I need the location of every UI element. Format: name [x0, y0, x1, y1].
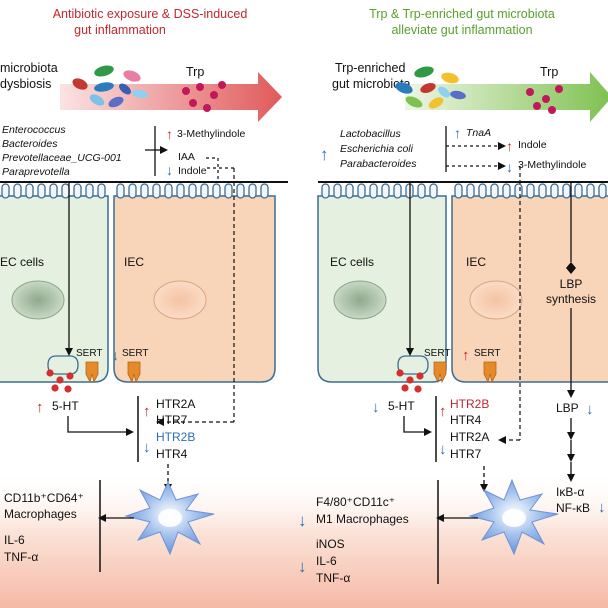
left-receptor-down-arrow: ↓ [143, 439, 151, 456]
right-lbp-down-arrow: ↓ [586, 401, 594, 418]
right-gradient-arrow [405, 72, 608, 122]
right-cytokine-down-arrow: ↓ [298, 557, 307, 576]
left-title-line2: gut inflammation [74, 23, 166, 37]
left-microbiota-line2: dysbiosis [0, 77, 51, 91]
left-cytokine-1: IL-6 [4, 533, 25, 547]
right-lbp-label: LBP [556, 401, 579, 415]
left-cytokine-2: TNF-α [4, 550, 38, 564]
right-iec-nucleus [469, 280, 523, 320]
right-title-line2: alleviate gut inflammation [391, 23, 532, 37]
right-lbp-synthesis-line1: LBP [560, 277, 583, 291]
left-sert-2-label: SERT [122, 348, 149, 359]
left-title-line1: Antibiotic exposure & DSS-induced [53, 7, 248, 21]
left-metabolite-2: IAA [178, 151, 195, 163]
left-receptor-1: HTR2A [156, 397, 195, 411]
left-receptor-3: HTR2B [156, 430, 195, 444]
left-sert-1-icon [85, 361, 99, 384]
left-5ht-up-arrow: ↑ [36, 399, 44, 416]
right-trp-dots [526, 85, 563, 114]
right-macrophage-down-arrow: ↓ [298, 511, 307, 530]
right-receptor-2: HTR4 [450, 413, 482, 427]
left-ec-cells-label: EC cells [0, 255, 44, 269]
right-trp-label: Trp [540, 65, 558, 79]
left-receptor-2: HTR7 [156, 413, 188, 427]
left-iec-label: IEC [124, 255, 144, 269]
right-lbp-synthesis-line2: synthesis [546, 292, 596, 306]
left-metabolite-1: 3-Methylindole [177, 128, 245, 140]
right-sert-2-icon [483, 361, 497, 384]
right-sert-up-arrow: ↑ [462, 347, 470, 364]
left-bacteria-bracket [145, 126, 156, 176]
right-5ht-dots [396, 369, 424, 393]
left-5ht-to-receptors [67, 416, 134, 436]
up-arrow-red: ↑ [166, 126, 173, 142]
right-metabolite-1: Indole [518, 139, 547, 151]
right-title-line1: Trp & Trp-enriched gut microbiota [369, 7, 555, 21]
right-ec-nucleus [333, 280, 387, 320]
left-sert-down-arrow: ↓ [112, 347, 119, 363]
right-macrophage-line2: M1 Macrophages [316, 512, 409, 526]
right-sert-1-icon [433, 361, 447, 384]
left-5ht-label: 5-HT [52, 399, 79, 413]
right-receptor-down-arrow: ↓ [439, 441, 447, 458]
right-methylindole-down-arrow: ↓ [506, 159, 513, 175]
down-arrow-blue: ↓ [166, 162, 173, 178]
left-macrophage-line2: Macrophages [4, 507, 77, 521]
right-sert-2-label: SERT [474, 348, 501, 359]
right-panel: Trp & Trp-enriched gut microbiota allevi… [298, 7, 608, 585]
left-bacterium-3: Prevotellaceae_UCG-001 [2, 152, 122, 164]
left-sert-1-label: SERT [76, 348, 103, 359]
right-iec-cell [451, 195, 608, 383]
right-microbiota-line2: gut microbiota [332, 77, 411, 91]
right-cytokine-2: IL-6 [316, 554, 337, 568]
right-bacterium-2: Escherichia coli [340, 143, 414, 155]
right-microbiota-line1: Trp-enriched [335, 61, 405, 75]
right-macrophage-line1: F4/80⁺CD11c⁺ [316, 495, 395, 509]
left-sert-2-icon [127, 361, 141, 384]
left-ec-nucleus [11, 280, 65, 320]
right-nfkb-label: NF-κB [556, 501, 590, 515]
left-5ht-dots [46, 369, 74, 393]
right-tnaa-up-arrow: ↑ [454, 125, 461, 141]
right-metabolite-2: 3-Methylindole [518, 159, 586, 171]
right-receptor-up-arrow: ↑ [439, 403, 447, 420]
right-tnaa-label: TnaA [466, 127, 491, 139]
left-bacterium-4: Paraprevotella [2, 166, 70, 178]
left-receptor-up-arrow: ↑ [143, 403, 151, 420]
left-metabolite-3: Indole [178, 165, 207, 177]
right-receptor-3: HTR2A [450, 430, 489, 444]
right-cytokine-3: TNF-α [316, 571, 350, 585]
right-bacterium-3: Parabacteroides [340, 158, 417, 170]
left-panel: Antibiotic exposure & DSS-induced gut in… [0, 7, 288, 572]
left-bacterium-2: Bacteroides [2, 138, 58, 150]
left-receptor-4: HTR4 [156, 447, 188, 461]
left-trp-dots [182, 81, 226, 112]
right-bacteria-up-arrow: ↑ [320, 145, 329, 164]
right-receptor-4: HTR7 [450, 447, 482, 461]
right-5ht-down-arrow: ↓ [372, 399, 380, 416]
right-bacteria-icons [395, 66, 466, 109]
right-bacterium-1: Lactobacillus [340, 128, 401, 140]
right-iec-label: IEC [466, 255, 486, 269]
right-ec-cells-label: EC cells [330, 255, 374, 269]
left-microbiota-line1: microbiota [0, 61, 58, 75]
right-receptor-1: HTR2B [450, 397, 489, 411]
right-cytokine-1: iNOS [316, 537, 345, 551]
left-bacterium-1: Enterococcus [2, 124, 66, 136]
right-lbp-diamond [566, 262, 576, 274]
right-ikba-label: IκB-α [556, 485, 584, 499]
right-5ht-to-receptors [403, 416, 432, 436]
right-indole-up-arrow: ↑ [506, 138, 513, 154]
left-macrophage-line1: CD11b⁺CD64⁺ [4, 491, 84, 505]
left-gradient-arrow [60, 72, 282, 122]
left-bacteria-icons [72, 65, 148, 108]
right-5ht-label: 5-HT [388, 399, 415, 413]
right-nfkb-down-arrow: ↓ [598, 499, 606, 516]
right-sert-1-label: SERT [424, 348, 451, 359]
left-microvilli [1, 183, 269, 199]
left-trp-label: Trp [186, 65, 204, 79]
left-iec-nucleus [153, 280, 207, 320]
